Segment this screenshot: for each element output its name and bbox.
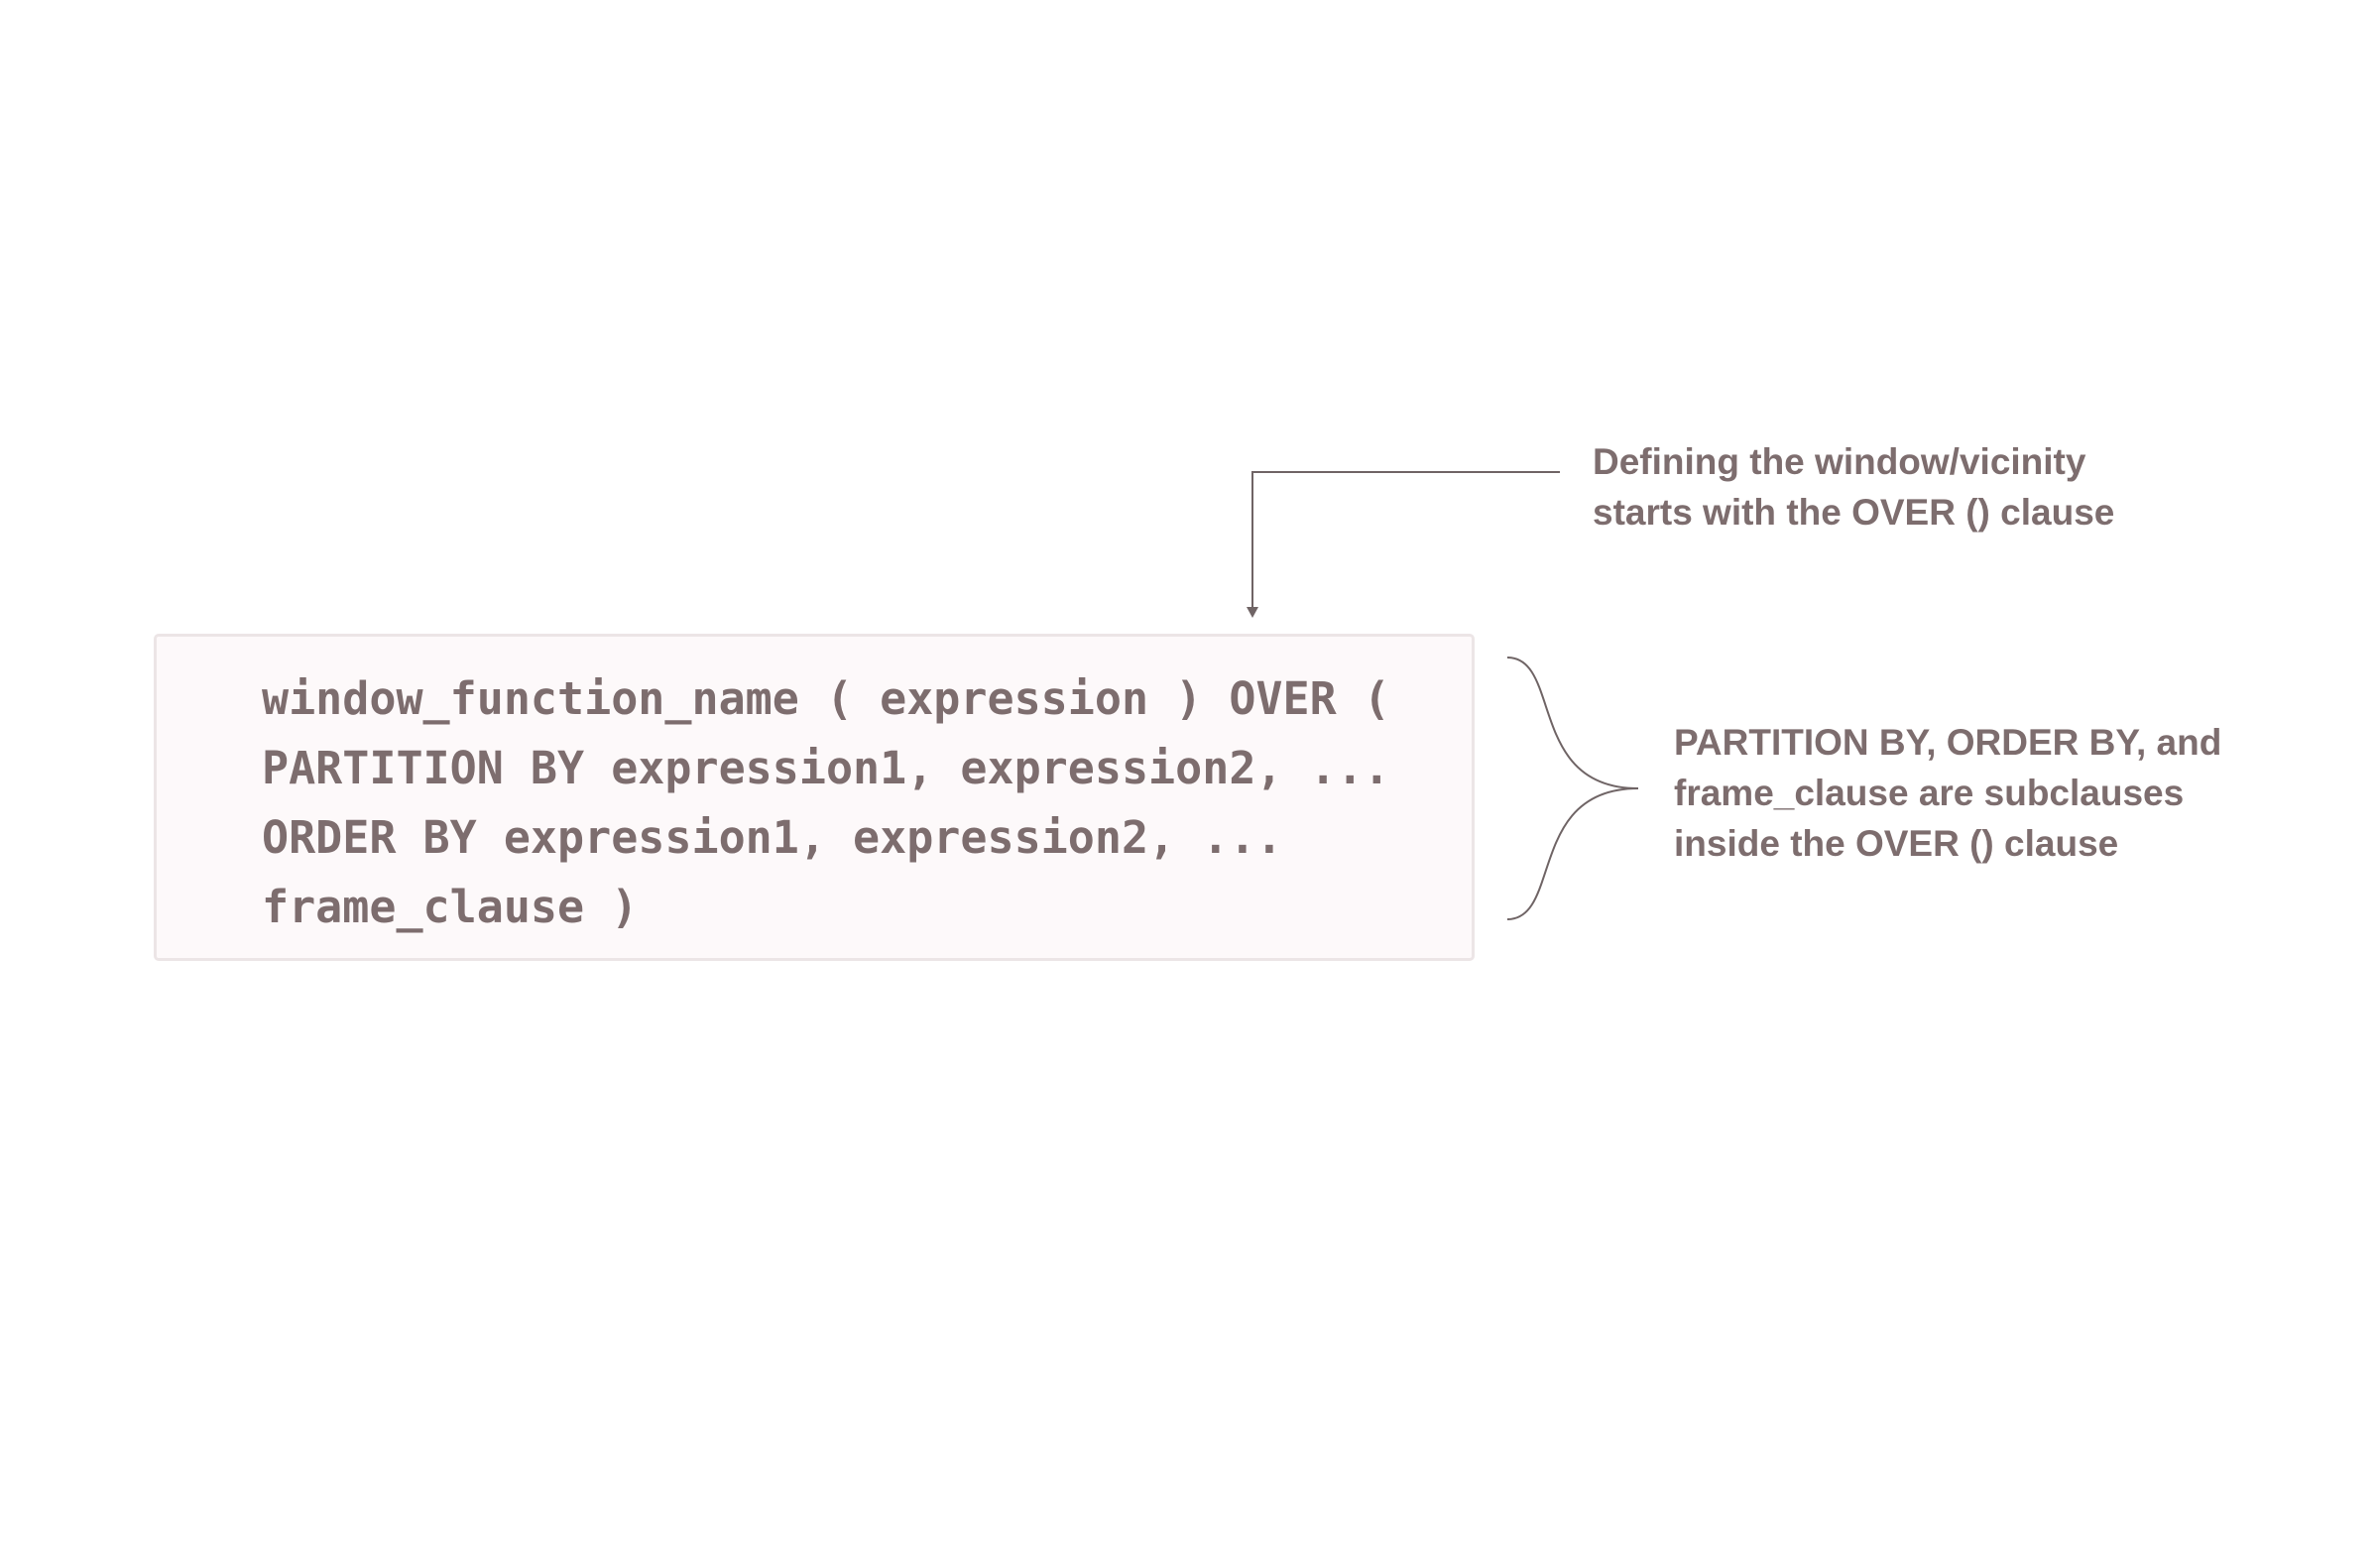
over-clause-annotation-line-2: starts with the OVER () clause bbox=[1593, 492, 2115, 533]
subclauses-annotation-line-1: PARTITION BY, ORDER BY, and bbox=[1674, 722, 2222, 763]
code-block: window_function_name ( expression ) OVER… bbox=[154, 634, 1475, 961]
over-clause-annotation-line-1: Defining the window/vicinity bbox=[1593, 441, 2086, 482]
over-clause-annotation: Defining the window/vicinity starts with… bbox=[1593, 436, 2114, 538]
subclauses-curly-brace bbox=[1506, 657, 1639, 920]
code-line-order-by: ORDER BY expression1, expression2, ... bbox=[262, 811, 1283, 864]
subclauses-annotation-line-2: frame_clause are subclauses bbox=[1674, 773, 2185, 813]
subclauses-annotation: PARTITION BY, ORDER BY, and frame_clause… bbox=[1674, 717, 2221, 869]
code-line-function-signature: window_function_name ( expression ) OVER… bbox=[262, 672, 1390, 725]
subclauses-annotation-line-3: inside the OVER () clause bbox=[1674, 823, 2119, 864]
over-clause-callout-arrow bbox=[1247, 471, 1560, 618]
code-line-partition-by: PARTITION BY expression1, expression2, .… bbox=[262, 742, 1390, 794]
code-line-frame-clause: frame_clause ) bbox=[262, 881, 639, 933]
code-lines: window_function_name ( expression ) OVER… bbox=[262, 664, 1390, 942]
